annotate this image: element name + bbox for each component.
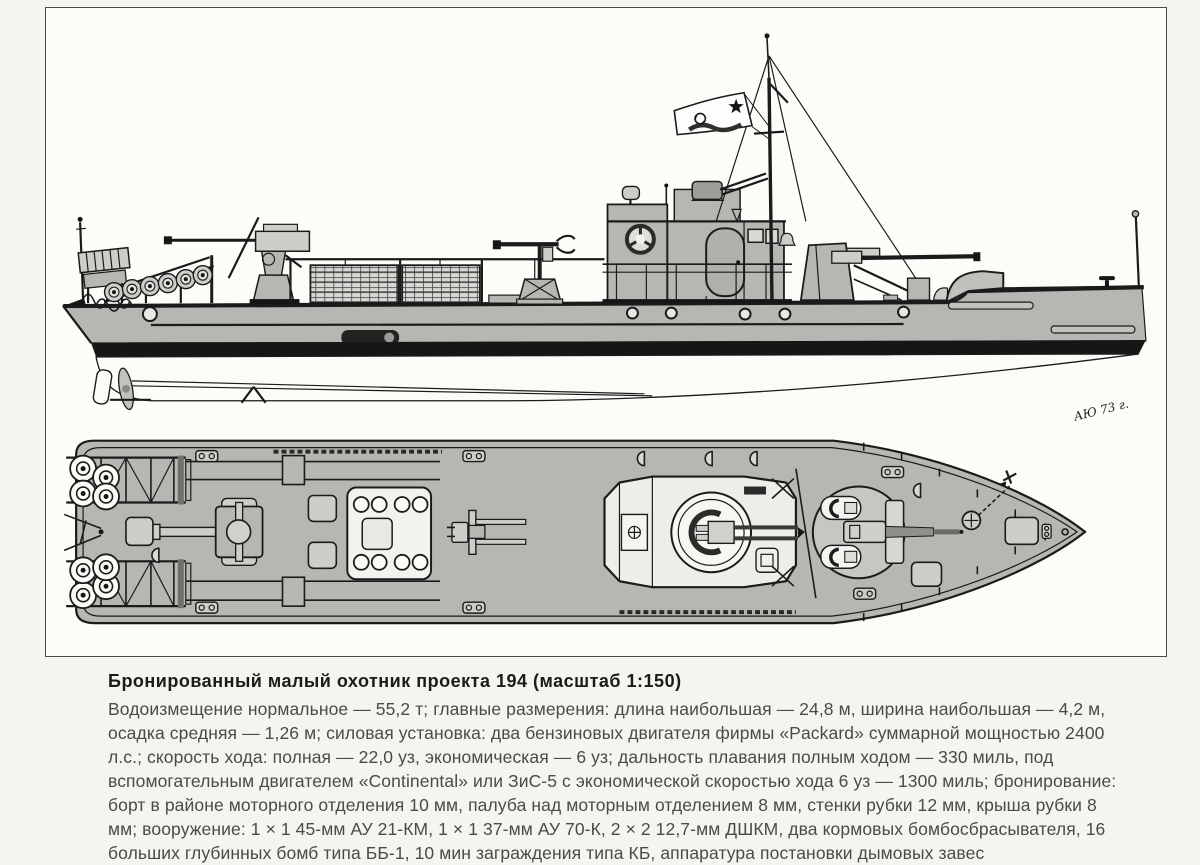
side-depth-charge-rack [103, 216, 260, 304]
life-ring [624, 223, 656, 255]
plan-stern-fork [63, 513, 104, 552]
shaft-strut [240, 386, 267, 404]
side-pedestal-machine-gun [492, 234, 576, 305]
side-forecastle [945, 210, 1140, 304]
plan-view [63, 439, 1087, 625]
plan-bollards [195, 449, 905, 614]
drawing-description: Водоизмещение нормальное — 55,2 т; главн… [108, 699, 1117, 863]
side-aft-gun-37mm [163, 223, 311, 305]
ship-drawing: АЮ 73 г. [61, 33, 1147, 625]
depth-charges-plan [69, 553, 120, 610]
plan-hatches-aft [125, 494, 338, 570]
plan-mine-rails [185, 449, 796, 615]
plan-vents [151, 450, 922, 564]
side-bow-gun-45mm [799, 242, 981, 302]
depth-charges-plan [69, 454, 120, 511]
plan-hatches-bow [910, 516, 1052, 588]
plan-hull [75, 439, 1087, 625]
plan-deckhouse [603, 475, 805, 589]
ship-bell [777, 232, 796, 246]
side-view: АЮ 73 г. [61, 33, 1147, 424]
searchlight [621, 185, 641, 201]
windscreen [945, 270, 1005, 304]
plan-midship-mg [446, 509, 527, 556]
side-mast [673, 33, 932, 303]
drawing-title: Бронированный малый охотник проекта 194 … [108, 671, 682, 691]
caption-block: Бронированный малый охотник проекта 194 … [108, 671, 1124, 865]
jackstaff [1131, 210, 1140, 287]
portholes [141, 305, 911, 323]
artist-signature: АЮ 73 г. [1071, 397, 1130, 424]
side-deckhouse [602, 172, 796, 304]
drawing-frame: АЮ 73 г. [45, 7, 1167, 657]
plan-bow-gun-45mm [811, 485, 964, 580]
exhaust-outlet [341, 330, 400, 345]
bow-stanchions [862, 442, 1046, 622]
dshkm-turret [690, 172, 769, 202]
plan-engine-skylight [346, 486, 433, 581]
flag-star [728, 98, 744, 114]
plan-depth-charge-rack-port [66, 454, 192, 511]
rudder [92, 369, 113, 405]
plan-depth-charge-rack-starboard [66, 553, 192, 610]
waterline-stripe [91, 339, 1146, 357]
naval-ensign-flag [673, 91, 754, 136]
deckhouse-door [705, 227, 746, 298]
depth-charges [103, 265, 213, 303]
plan-anchor-gear [961, 470, 1017, 531]
side-hull [61, 285, 1147, 357]
side-railing-panels [285, 258, 605, 304]
plan-aft-gun-37mm [151, 497, 264, 566]
side-underwater [92, 353, 1139, 411]
